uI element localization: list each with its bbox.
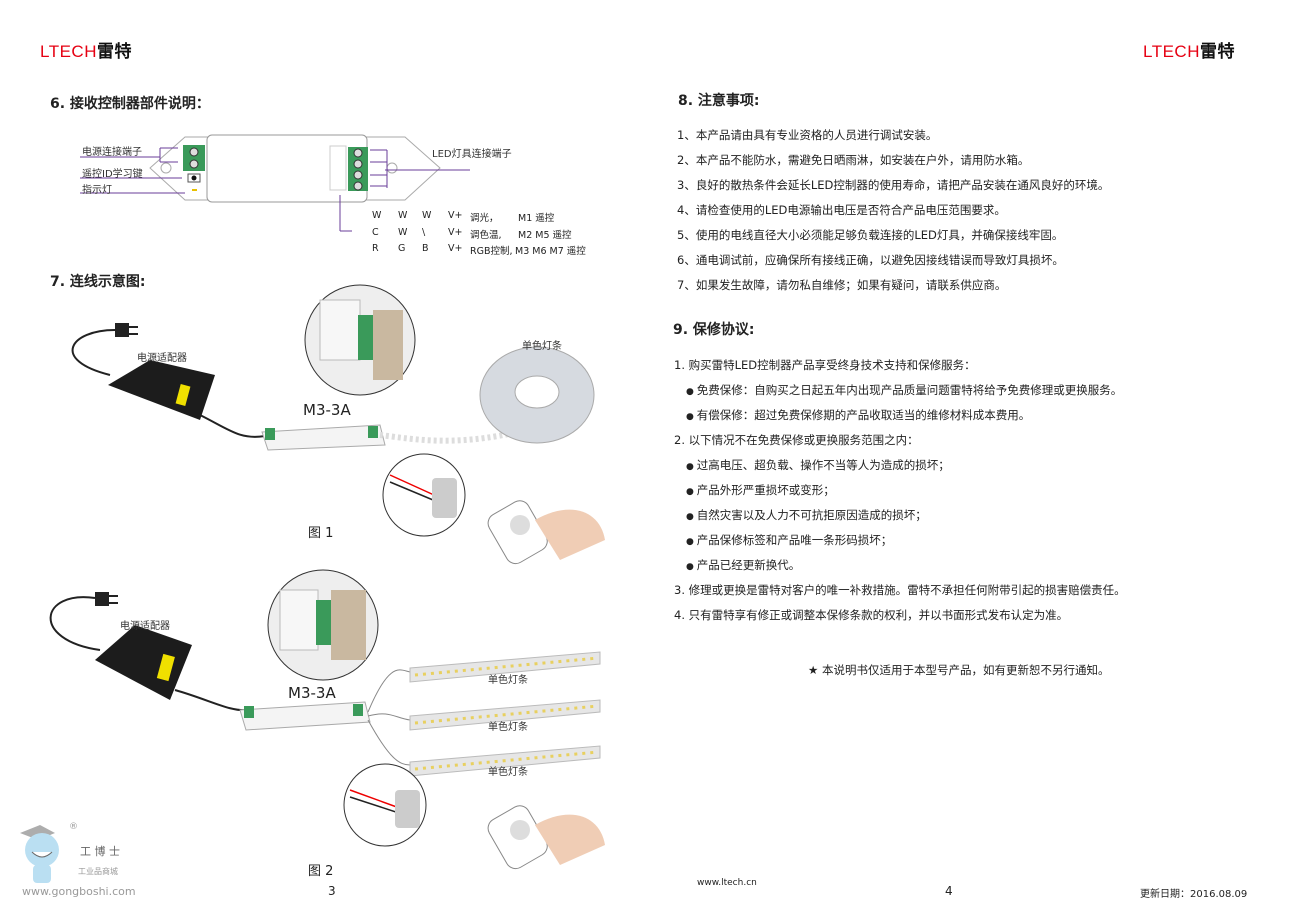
logo-cn: 雷特: [96, 42, 132, 61]
wiring-table-cell: B: [422, 243, 429, 254]
warranty-item-text: 3. 修理或更换是雷特对客户的唯一补救措施。雷特不承担任何附带引起的损害赔偿责任…: [674, 583, 1126, 597]
section8-title: 8. 注意事项:: [678, 93, 760, 109]
precaution-item: 6、通电调试前，应确保所有接线正确，以避免因接线错误而导致灯具损坏。: [677, 253, 1064, 267]
warranty-item: 1. 购买雷特LED控制器产品享受终身技术支持和保修服务：: [674, 357, 976, 373]
wiring-table-cell: V+: [448, 210, 463, 221]
disclaimer-note: ★ 本说明书仅适用于本型号产品，如有更新恕不另行通知。: [808, 663, 1110, 677]
logo-latin: LTECH: [1143, 42, 1200, 61]
logo-cn: 雷特: [1199, 42, 1235, 61]
remote-control-2: [487, 805, 605, 870]
wiring-table-cell: M2 M5 遥控: [518, 230, 572, 241]
warranty-item-text: 自然灾害以及人力不可抗拒原因造成的损坏；: [696, 508, 927, 522]
warranty-item-text: 免费保修：自购买之日起五年内出现产品质量问题雷特将给予免费修理或更换服务。: [696, 383, 1123, 397]
ltech-logo-left: LTECH雷特: [40, 37, 132, 62]
wiring-table-cell: 调色温,: [470, 230, 502, 241]
fig1-caption: 图 1: [308, 526, 334, 541]
wiring-table-cell: W: [372, 210, 382, 221]
wiring-table-cell: W: [422, 210, 432, 221]
warranty-item: 4. 只有雷特享有修正或调整本保修条款的权利，并以书面形式发布认定为准。: [674, 607, 1068, 623]
precaution-item: 2、本产品不能防水，需避免日晒雨淋，如安装在户外，请用防水箱。: [677, 153, 1030, 167]
precaution-item: 7、如果发生故障，请勿私自维修；如果有疑问，请联系供应商。: [677, 278, 1007, 292]
bullet-icon: ●: [686, 387, 697, 397]
warranty-item-text: 1. 购买雷特LED控制器产品享受终身技术支持和保修服务：: [674, 358, 976, 372]
precaution-item: 1、本产品请由具有专业资格的人员进行调试安装。: [677, 128, 938, 142]
gongboshi-mascot-logo: [20, 825, 59, 883]
fig2-adapter-label: 电源适配器: [120, 621, 170, 632]
warranty-item-text: 过高电压、超负载、操作不当等人为造成的损坏；: [696, 458, 950, 472]
fig2-strip-label: 单色灯条: [488, 675, 528, 686]
power-adapter: [95, 625, 192, 700]
watermark-reg: ®: [69, 822, 78, 832]
power-adapter: [108, 360, 215, 420]
warranty-item: 3. 修理或更换是雷特对客户的唯一补救措施。雷特不承担任何附带引起的损害赔偿责任…: [674, 582, 1126, 598]
warranty-item-text: 4. 只有雷特享有修正或调整本保修条款的权利，并以书面形式发布认定为准。: [674, 608, 1069, 622]
fig2-strip-label: 单色灯条: [488, 722, 528, 733]
bullet-icon: ●: [686, 412, 697, 422]
bullet-icon: ●: [686, 462, 697, 472]
warranty-item-text: 有偿保修：超过免费保修期的产品收取适当的维修材料成本费用。: [696, 408, 1031, 422]
bullet-icon: ●: [686, 562, 697, 572]
ltech-logo-right: LTECH雷特: [1143, 37, 1235, 62]
wiring-table-cell: W: [398, 210, 408, 221]
fig2-model-label: M3-3A: [288, 684, 336, 702]
warranty-bullet-item: ● 产品外形严重损坏或变形；: [686, 482, 835, 498]
wiring-table-cell: RGB控制,: [470, 246, 513, 257]
wiring-table-cell: 调光，: [470, 213, 499, 224]
wiring-table-cell: R: [372, 243, 379, 254]
fig1-model-label: M3-3A: [303, 401, 351, 419]
label-led-terminal: LED灯具连接端子: [432, 149, 512, 160]
wiring-table-cell: V+: [448, 243, 463, 254]
section9-title: 9. 保修协议:: [673, 322, 755, 338]
warranty-item-text: 产品已经更新换代。: [696, 558, 801, 572]
wiring-table-cell: W: [398, 227, 408, 238]
wiring-table-cell: M1 遥控: [518, 213, 555, 224]
warranty-item-text: 2. 以下情况不在免费保修或更换服务范围之内：: [674, 433, 919, 447]
warranty-bullet-item: ● 有偿保修：超过免费保修期的产品收取适当的维修材料成本费用。: [686, 407, 1030, 423]
update-date: 更新日期：2016.08.09: [1140, 889, 1248, 900]
warranty-bullet-item: ● 产品保修标签和产品唯一条形码损坏；: [686, 532, 892, 548]
website-link[interactable]: www.ltech.cn: [697, 878, 757, 888]
remote-control-1: [487, 500, 605, 565]
wiring-table-cell: G: [398, 243, 406, 254]
label-power-terminal: 电源连接端子: [82, 147, 142, 158]
label-remote-id-key: 遥控ID学习键: [82, 169, 143, 180]
warranty-item-text: 产品外形严重损坏或变形；: [696, 483, 835, 497]
wiring-illustrations: [20, 284, 605, 883]
power-plug-icon: [95, 592, 118, 606]
page-number-right: 4: [945, 884, 953, 898]
fig2-strip-label: 单色灯条: [488, 767, 528, 778]
logo-latin: LTECH: [40, 42, 97, 61]
section6-title: 6. 接收控制器部件说明：: [50, 96, 210, 112]
precaution-item: 4、请检查使用的LED电源输出电压是否符合产品电压范围要求。: [677, 203, 1006, 217]
wiring-table-cell: C: [372, 227, 379, 238]
power-plug-icon: [115, 323, 138, 337]
section7-title: 7. 连线示意图:: [50, 274, 146, 290]
label-indicator: 指示灯: [82, 185, 112, 196]
bullet-icon: ●: [686, 512, 697, 522]
bullet-icon: ●: [686, 537, 697, 547]
bullet-icon: ●: [686, 487, 697, 497]
fig2-caption: 图 2: [308, 864, 334, 879]
wiring-table-cell: \: [422, 227, 426, 238]
wiring-table-cell: M3 M6 M7 遥控: [515, 246, 586, 257]
page-number-left: 3: [328, 884, 336, 898]
warranty-bullet-item: ● 免费保修：自购买之日起五年内出现产品质量问题雷特将给予免费修理或更换服务。: [686, 382, 1122, 398]
fig1-strip-label: 单色灯条: [522, 341, 562, 352]
precaution-item: 5、使用的电线直径大小必须能足够负载连接的LED灯具，并确保接线牢固。: [677, 228, 1064, 242]
fig1-adapter-label: 电源适配器: [137, 353, 187, 364]
warranty-item-text: 产品保修标签和产品唯一条形码损坏；: [696, 533, 893, 547]
wiring-table-cell: V+: [448, 227, 463, 238]
watermark-sub: 工业品商城: [78, 867, 118, 876]
watermark-name: 工 博 士: [80, 845, 120, 858]
precaution-item: 3、良好的散热条件会延长LED控制器的使用寿命，请把产品安装在通风良好的环境。: [677, 178, 1110, 192]
controller-diagram: [80, 134, 470, 232]
warranty-bullet-item: ● 过高电压、超负载、操作不当等人为造成的损坏；: [686, 457, 950, 473]
watermark-url: www.gongboshi.com: [22, 885, 136, 898]
warranty-bullet-item: ● 自然灾害以及人力不可抗拒原因造成的损坏；: [686, 507, 927, 523]
warranty-item: 2. 以下情况不在免费保修或更换服务范围之内：: [674, 432, 919, 448]
warranty-bullet-item: ● 产品已经更新换代。: [686, 557, 800, 573]
